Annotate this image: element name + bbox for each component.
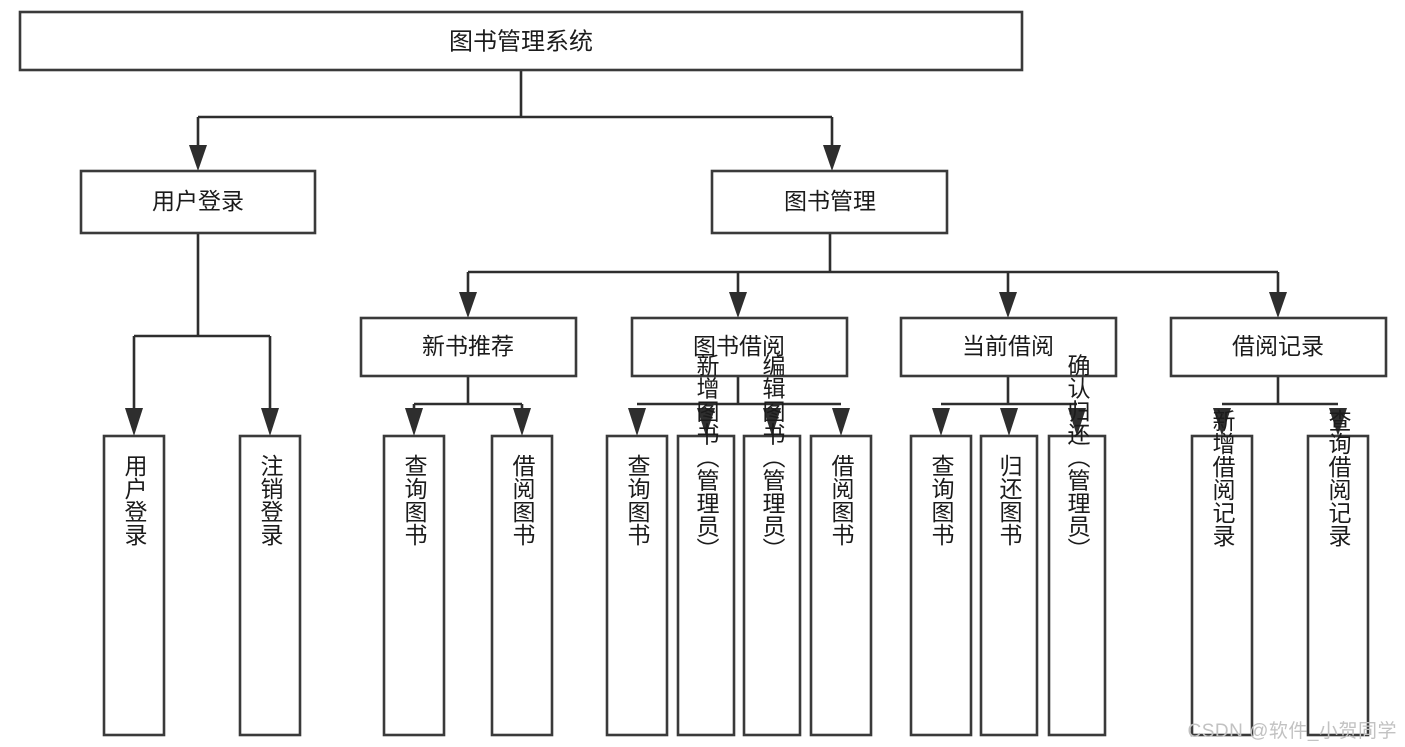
arrow-head-icon: [513, 408, 531, 436]
node-user-login[interactable]: 用户登录: [79, 169, 317, 235]
leaf-recommend-2[interactable]: 借阅图书: [490, 434, 554, 737]
arrow-head-icon: [1213, 408, 1231, 436]
arrow-head-icon: [1329, 408, 1347, 436]
leaf-current-1[interactable]: 查询图书: [909, 434, 973, 737]
node-current-borrow-box[interactable]: [899, 316, 1118, 378]
node-book-management[interactable]: 图书管理: [710, 169, 949, 235]
leaf-box[interactable]: [382, 434, 446, 737]
arrow-head-icon: [1269, 292, 1287, 318]
leaf-label: 查询图书: [624, 454, 651, 546]
arrow-head-icon: [1000, 408, 1018, 436]
leaf-label: 查询图书: [401, 454, 428, 546]
leaf-label: 查询图书: [928, 454, 955, 546]
arrow-head-icon: [125, 408, 143, 436]
node-new-book-recommend[interactable]: 新书推荐: [359, 316, 578, 378]
leaf-borrow-1[interactable]: 查询图书: [605, 434, 669, 737]
leaf-current-2[interactable]: 归还图书: [979, 434, 1039, 737]
leaf-box[interactable]: [676, 434, 736, 737]
leaf-label: 新增图书（管理员）: [693, 354, 720, 561]
leaf-record-1[interactable]: 新增借阅记录: [1190, 409, 1254, 737]
leaf-borrow-2[interactable]: 新增图书（管理员）: [676, 354, 736, 737]
leaf-box[interactable]: [605, 434, 669, 737]
leaf-box[interactable]: [909, 434, 973, 737]
node-book-management-box[interactable]: [710, 169, 949, 235]
node-book-borrow-box[interactable]: [630, 316, 849, 378]
node-borrow-record[interactable]: 借阅记录: [1169, 316, 1388, 378]
leaf-box[interactable]: [742, 434, 802, 737]
arrow-head-icon: [832, 408, 850, 436]
leaf-label: 借阅图书: [828, 454, 855, 546]
node-borrow-record-label: 借阅记录: [1232, 333, 1324, 359]
node-root-box[interactable]: [18, 10, 1024, 72]
leaf-box[interactable]: [1047, 434, 1107, 737]
arrow-head-icon: [261, 408, 279, 436]
leaf-label: 归还图书: [996, 454, 1023, 546]
arrow-head-icon: [1068, 408, 1086, 436]
leaf-label: 编辑图书（管理员）: [759, 354, 786, 561]
leaf-borrow-3[interactable]: 编辑图书（管理员）: [742, 354, 802, 737]
node-current-borrow[interactable]: 当前借阅: [899, 316, 1118, 378]
leaf-label: 确认归还（管理员）: [1064, 354, 1091, 561]
arrow-head-icon: [697, 408, 715, 436]
node-root[interactable]: 图书管理系统: [18, 10, 1024, 72]
arrow-head-icon: [932, 408, 950, 436]
leaf-box[interactable]: [490, 434, 554, 737]
arrow-head-icon: [729, 292, 747, 318]
arrow-head-icon: [405, 408, 423, 436]
leaf-label: 查询借阅记录: [1325, 409, 1352, 547]
node-book-management-label: 图书管理: [784, 188, 876, 214]
leaf-user-login-2[interactable]: 注销登录: [238, 434, 302, 737]
leaf-current-3[interactable]: 确认归还（管理员）: [1047, 354, 1107, 737]
leaf-box[interactable]: [979, 434, 1039, 737]
leaf-box[interactable]: [1190, 434, 1254, 737]
leaf-label: 注销登录: [257, 454, 284, 546]
leaf-label: 新增借阅记录: [1209, 409, 1236, 547]
node-user-login-box[interactable]: [79, 169, 317, 235]
leaf-box[interactable]: [1306, 434, 1370, 737]
leaf-label: 借阅图书: [509, 454, 536, 546]
node-new-book-recommend-label: 新书推荐: [422, 333, 514, 359]
node-current-borrow-label: 当前借阅: [962, 333, 1054, 359]
node-new-book-recommend-box[interactable]: [359, 316, 578, 378]
leaf-user-login-1[interactable]: 用户登录: [102, 434, 166, 737]
leaf-record-2[interactable]: 查询借阅记录: [1306, 409, 1370, 737]
node-book-borrow[interactable]: 图书借阅: [630, 316, 849, 378]
csdn-watermark: CSDN @软件_小贺同学: [1187, 721, 1397, 742]
leaf-box[interactable]: [809, 434, 873, 737]
arrow-head-icon: [189, 145, 207, 171]
node-borrow-record-box[interactable]: [1169, 316, 1388, 378]
node-user-login-label: 用户登录: [152, 188, 244, 214]
node-root-label: 图书管理系统: [449, 28, 593, 55]
leaf-borrow-4[interactable]: 借阅图书: [809, 434, 873, 737]
leaf-label: 用户登录: [121, 454, 148, 546]
arrow-head-icon: [823, 145, 841, 171]
leaf-recommend-1[interactable]: 查询图书: [382, 434, 446, 737]
arrow-head-icon: [459, 292, 477, 318]
leaf-box[interactable]: [238, 434, 302, 737]
arrow-head-icon: [763, 408, 781, 436]
connector-layer: [125, 70, 1347, 436]
arrow-head-icon: [999, 292, 1017, 318]
leaf-box[interactable]: [102, 434, 166, 737]
node-book-borrow-label: 图书借阅: [693, 333, 785, 359]
arrow-head-icon: [628, 408, 646, 436]
